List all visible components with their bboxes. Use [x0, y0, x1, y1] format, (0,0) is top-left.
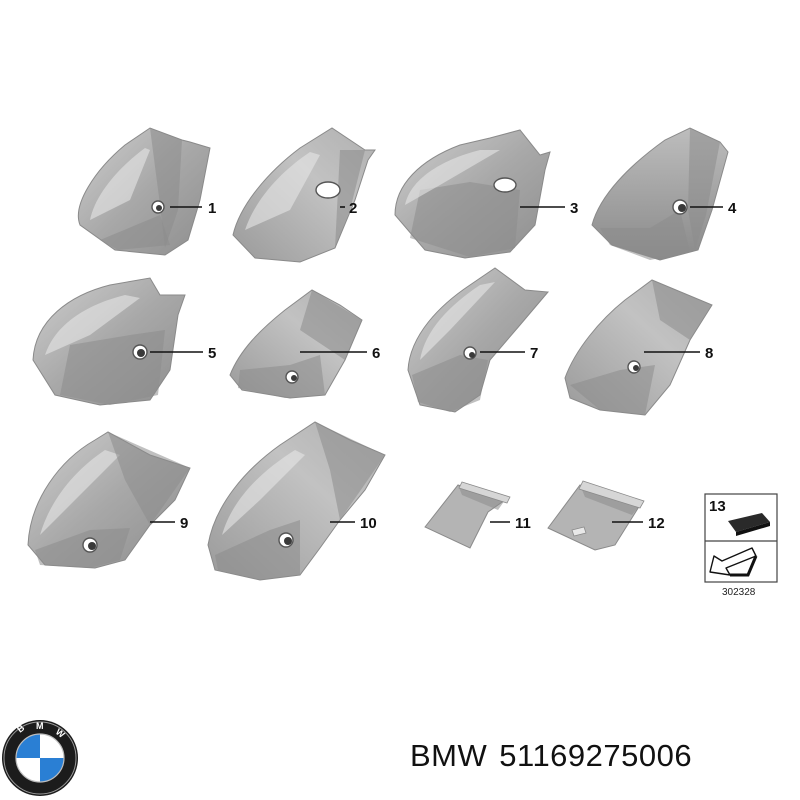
part-1 [78, 127, 211, 256]
logo-letter-m: M [36, 721, 44, 731]
callout-1: 1 [208, 200, 216, 217]
callout-11: 11 [515, 515, 531, 532]
logo-letter-b: B [15, 722, 27, 734]
part-10 [207, 421, 386, 581]
part-number-caption: BMW 51169275006 [410, 738, 795, 788]
part-number: 51169275006 [499, 738, 693, 773]
part-7 [407, 267, 550, 413]
part-12 [547, 480, 645, 551]
callout-7: 7 [530, 345, 538, 362]
callout-5: 5 [208, 345, 216, 362]
callout-4: 4 [728, 200, 737, 217]
callout-10: 10 [360, 515, 377, 532]
legend-box: 13 [704, 493, 778, 583]
callout-2: 2 [349, 200, 357, 217]
part-8 [564, 279, 713, 416]
part-11 [424, 481, 511, 549]
diagram-reference-code: 302328 [722, 587, 756, 598]
bmw-logo: B M W [2, 720, 78, 796]
callout-3: 3 [570, 200, 578, 217]
legend-number: 13 [709, 498, 726, 515]
part-2 [232, 127, 376, 263]
callout-6: 6 [372, 345, 380, 362]
callout-12: 12 [648, 515, 665, 532]
arrow-icon [709, 547, 757, 576]
callout-8: 8 [705, 345, 713, 362]
part-3 [394, 129, 551, 259]
part-4 [591, 127, 729, 261]
adhesive-pad-icon [728, 513, 770, 532]
brand-name: BMW [410, 738, 488, 773]
part-5 [32, 277, 186, 406]
callout-9: 9 [180, 515, 188, 532]
part-9 [27, 431, 191, 569]
part-6 [229, 289, 363, 399]
